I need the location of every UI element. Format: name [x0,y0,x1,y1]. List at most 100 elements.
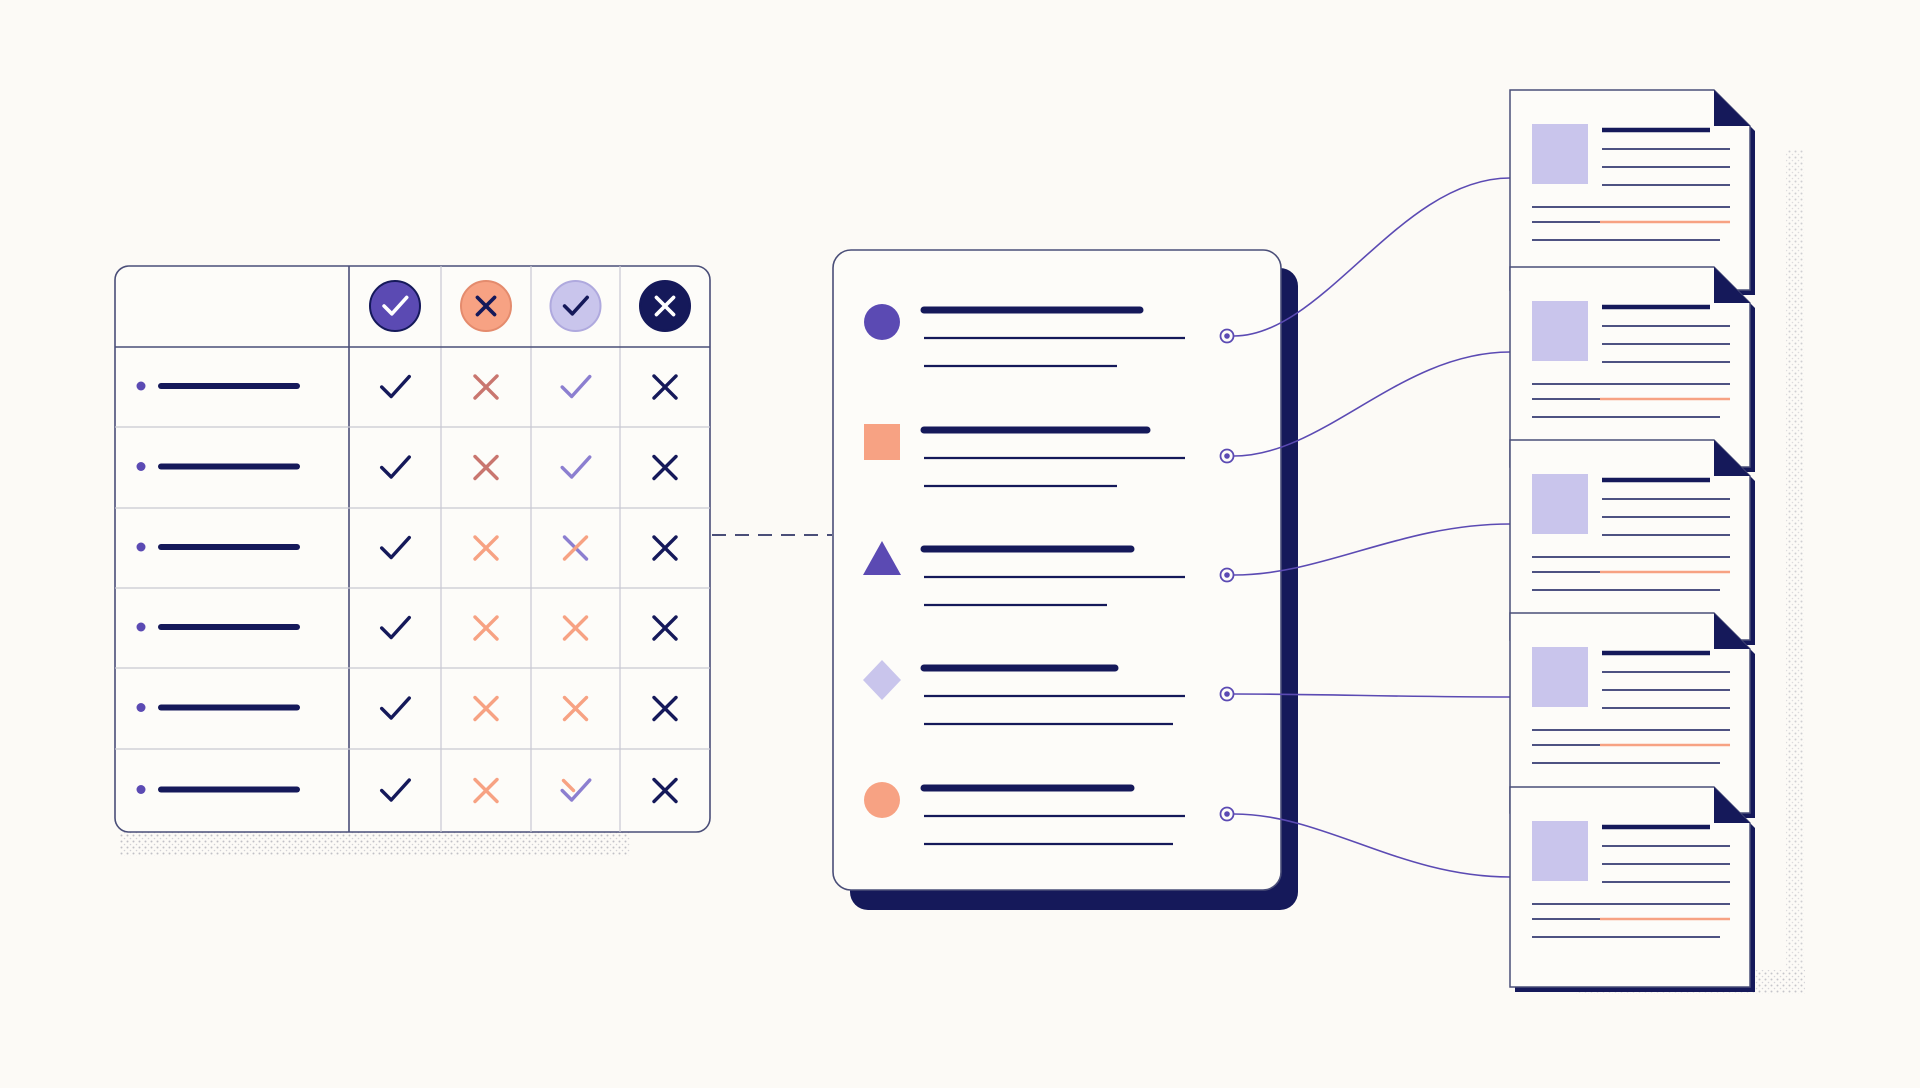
x-navy-icon [652,374,678,400]
x-stroke [562,615,589,641]
legend-item-square [864,424,1235,488]
x-stroke [652,615,678,641]
x-salmon-icon [562,615,589,641]
document-icon [1509,266,1755,472]
row-bullet [136,703,146,712]
connector-port-core [1224,572,1230,578]
circle-icon [864,304,900,340]
check-mark [562,295,589,316]
x-stroke [654,295,676,317]
matrix-cells [380,374,678,804]
x-circle-navy-icon [639,280,691,332]
legend-card [832,249,1298,910]
check-navy-icon [380,778,411,802]
x-navy-icon [652,615,678,641]
x-stroke [562,695,589,722]
connector-port-core [1224,453,1230,459]
matrix-dotted-shadow [120,830,630,856]
header-icon-disc [369,280,421,332]
diamond-icon [863,660,901,700]
row-bullet [136,622,146,632]
x-stroke [473,454,499,481]
triangle-icon [863,541,901,575]
document-fold [1714,787,1750,823]
legend-card-panel [832,249,1282,891]
curved-connectors [1233,177,1511,878]
check-navy-icon [380,374,411,399]
x-mark [475,295,497,317]
x-navy-icon [652,777,678,804]
curved-connector [1233,693,1511,698]
legend-item-diamond [863,660,1235,726]
documents-side-dots [1786,150,1804,970]
document-stack [1509,89,1805,994]
document-icon [1509,89,1755,295]
row-bullet [136,462,146,471]
curved-connector [1233,813,1511,878]
check-navy-icon [380,696,411,720]
x-stroke [475,295,497,317]
x-salmon-icon [562,695,589,722]
document-fold [1714,90,1750,126]
document-icon [1509,439,1755,645]
legend-item-triangle [863,541,1235,607]
legend-item-circle [864,304,1235,368]
square-icon [864,424,900,460]
x-stroke [473,535,499,561]
check-circle-lavender-icon [549,280,602,332]
document-thumbnail [1532,647,1588,707]
x-stroke [473,374,499,400]
check-mark [560,778,592,802]
circle-icon [864,782,900,818]
x-stroke [473,615,499,641]
matrix-frame [114,265,711,833]
comparison-matrix [114,265,711,856]
check-soft-purple-icon [560,374,592,399]
x-navy-icon [652,695,678,722]
x-stroke [562,535,589,561]
document-fold [1714,440,1750,476]
legend-item-circle [864,782,1235,846]
x-stroke [652,454,678,481]
legend-items [863,304,1235,846]
header-icon-disc [549,280,602,332]
check-circle-purple-icon [369,280,421,332]
x-mark [654,295,676,317]
curved-connector [1233,523,1511,576]
x-muted-red-icon [473,374,499,400]
x-mixed-icon [562,535,589,561]
connector-port-core [1224,811,1230,817]
matrix-header-icons [369,280,691,332]
curved-connector [1233,177,1511,337]
connector-port-core [1224,691,1230,697]
document-thumbnail [1532,821,1588,881]
document-fold [1714,267,1750,303]
check-mark [382,295,409,316]
document-fold [1714,613,1750,649]
x-stroke [652,777,678,804]
x-stroke [652,535,678,561]
x-navy-icon [652,454,678,481]
matrix-grid [115,266,710,832]
check-mixed-icon [560,778,592,802]
x-salmon-icon [473,615,499,641]
check-navy-icon [380,615,411,640]
curved-connector [1233,351,1511,457]
row-bullet [136,381,146,391]
check-stroke [561,778,576,793]
x-circle-salmon-icon [460,280,512,332]
x-salmon-icon [473,695,499,722]
check-navy-icon [380,535,411,560]
x-navy-icon [652,535,678,561]
document-icon [1509,786,1755,992]
connector-port-core [1224,333,1230,339]
x-salmon-icon [473,535,499,561]
x-stroke [473,695,499,722]
check-navy-icon [380,455,411,479]
check-soft-purple-icon [560,455,592,479]
row-bullet [136,785,146,794]
x-stroke [473,777,499,804]
document-icon [1509,612,1755,818]
